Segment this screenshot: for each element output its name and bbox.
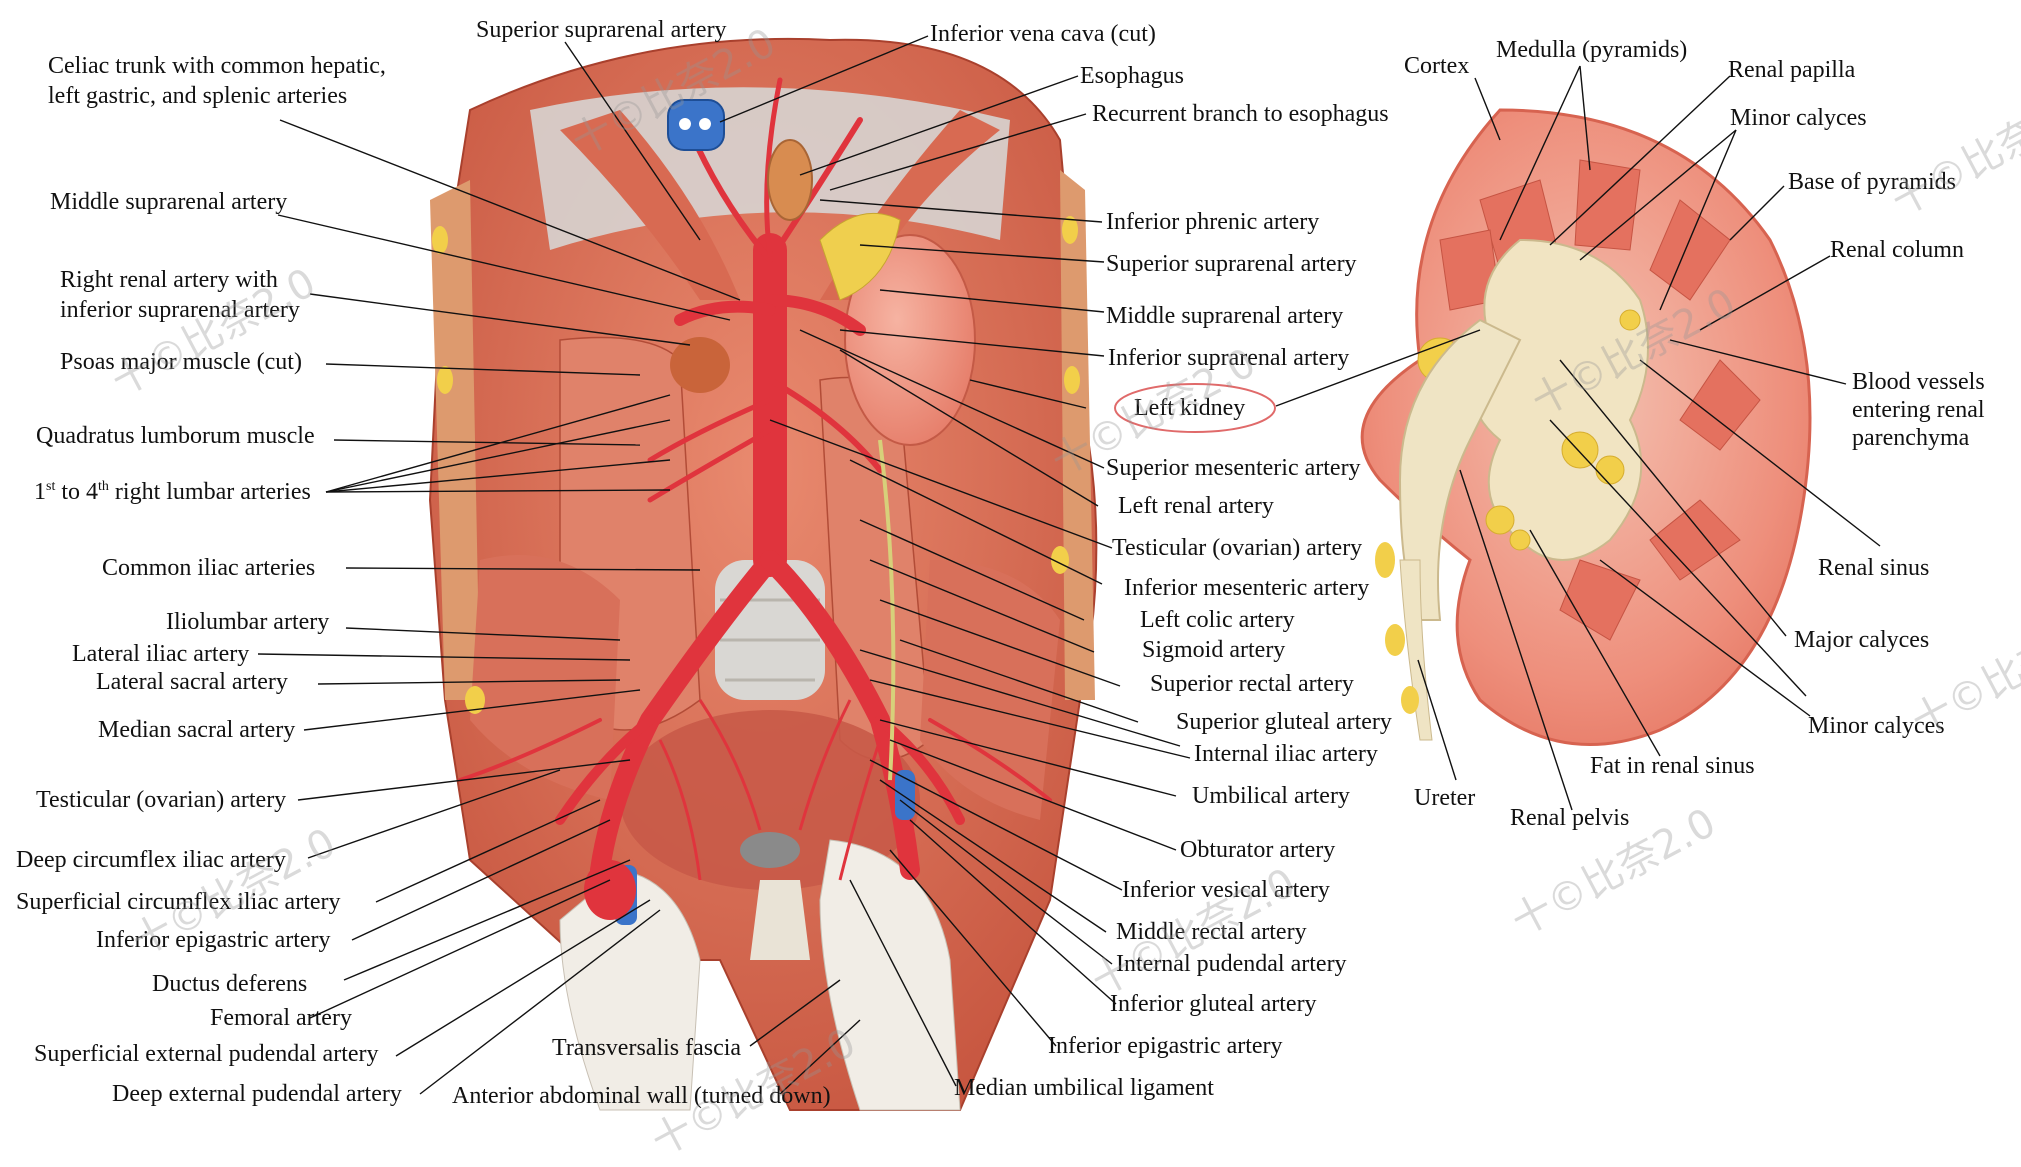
label-celiac-trunk-line2: left gastric, and splenic arteries — [48, 83, 348, 109]
left-kidney-highlight — [1114, 383, 1276, 433]
label-celiac-trunk-line1: Celiac trunk with common hepatic, — [48, 53, 386, 79]
left-kidney-shape — [844, 234, 976, 446]
label-femoral-artery: Femoral artery — [210, 1005, 352, 1031]
label-superior-rectal-artery: Superior rectal artery — [1150, 671, 1354, 697]
label-esophagus: Esophagus — [1080, 63, 1184, 89]
diaphragm-crura — [560, 110, 740, 300]
renal-pelvis-shape — [1398, 318, 1522, 621]
label-middle-suprarenal-artery-left: Middle suprarenal artery — [50, 189, 288, 215]
label-cortex: Cortex — [1404, 53, 1470, 79]
label-median-sacral-artery: Median sacral artery — [98, 717, 296, 743]
label-testicular-artery-right: Testicular (ovarian) artery — [1112, 535, 1363, 561]
label-median-umbilical-ligament: Median umbilical ligament — [954, 1075, 1214, 1101]
label-sigmoid-artery: Sigmoid artery — [1142, 637, 1286, 663]
ivc-stump — [667, 99, 725, 151]
label-deep-external-pudendal-artery: Deep external pudendal artery — [112, 1081, 402, 1107]
iliacus-left — [920, 560, 1060, 820]
label-left-colic-artery: Left colic artery — [1140, 607, 1295, 633]
label-renal-column: Renal column — [1830, 237, 1964, 263]
leader-lines — [257, 35, 1881, 1095]
label-recurrent-branch: Recurrent branch to esophagus — [1092, 101, 1389, 127]
iliacus-right — [470, 555, 620, 800]
label-right-renal-line1: Right renal artery with — [60, 267, 278, 293]
label-umbilical-artery: Umbilical artery — [1192, 783, 1350, 809]
label-superior-suprarenal-artery-right: Superior suprarenal artery — [1106, 251, 1357, 277]
label-superior-mesenteric-artery: Superior mesenteric artery — [1106, 455, 1361, 481]
label-internal-iliac-artery: Internal iliac artery — [1194, 741, 1378, 767]
fat-deposits — [432, 216, 1080, 714]
illustration — [257, 35, 1881, 1111]
label-left-kidney: Left kidney — [1134, 395, 1246, 421]
label-inferior-mesenteric-artery: Inferior mesenteric artery — [1124, 575, 1370, 601]
label-psoas-major: Psoas major muscle (cut) — [60, 349, 302, 375]
label-anterior-abdominal-wall: Anterior abdominal wall (turned down) — [452, 1083, 831, 1109]
label-superficial-external-pudendal-artery: Superficial external pudendal artery — [34, 1041, 379, 1067]
label-testicular-artery-left: Testicular (ovarian) artery — [36, 787, 287, 813]
label-renal-pelvis: Renal pelvis — [1510, 805, 1630, 831]
label-lumbar-arteries: 1st to 4th right lumbar arteries — [34, 479, 311, 505]
label-iliolumbar-artery: Iliolumbar artery — [166, 609, 330, 635]
abdominal-wall-illustration — [428, 37, 1098, 1111]
label-inferior-epigastric-artery-right: Inferior epigastric artery — [1048, 1033, 1283, 1059]
label-obturator-artery: Obturator artery — [1180, 837, 1336, 863]
pelvic-vessels — [658, 699, 882, 881]
label-deep-circumflex-iliac-artery: Deep circumflex iliac artery — [16, 847, 286, 873]
label-ureter: Ureter — [1414, 785, 1476, 811]
label-lateral-sacral-artery: Lateral sacral artery — [96, 669, 288, 695]
label-superior-gluteal-artery: Superior gluteal artery — [1176, 709, 1392, 735]
anatomy-diagram: Superior suprarenal artery Inferior vena… — [16, 17, 2021, 1165]
label-quadratus-lumborum: Quadratus lumborum muscle — [36, 423, 315, 449]
label-medulla: Medulla (pyramids) — [1496, 37, 1688, 63]
label-common-iliac-arteries: Common iliac arteries — [102, 555, 316, 581]
label-inferior-epigastric-artery-left: Inferior epigastric artery — [96, 927, 331, 953]
label-fat-in-renal-sinus: Fat in renal sinus — [1590, 753, 1755, 779]
label-lateral-iliac-artery: Lateral iliac artery — [72, 641, 250, 667]
label-internal-pudendal-artery: Internal pudendal artery — [1116, 951, 1347, 977]
label-minor-calyces-top: Minor calyces — [1730, 105, 1867, 131]
left-suprarenal-gland — [819, 212, 901, 301]
psoas-cut-stump — [670, 337, 730, 393]
femoral-artery-right — [584, 860, 636, 920]
label-minor-calyces-bottom: Minor calyces — [1808, 713, 1945, 739]
hilum-fat — [1375, 542, 1419, 714]
esophagus-shape — [767, 139, 813, 221]
label-transversalis-fascia: Transversalis fascia — [552, 1035, 742, 1061]
ureter-shape — [1399, 559, 1433, 741]
label-inferior-vena-cava: Inferior vena cava (cut) — [930, 21, 1156, 47]
label-inferior-vesical-artery: Inferior vesical artery — [1122, 877, 1330, 903]
label-middle-suprarenal-artery-right: Middle suprarenal artery — [1106, 303, 1344, 329]
label-inferior-suprarenal-artery: Inferior suprarenal artery — [1108, 345, 1350, 371]
label-ductus-deferens: Ductus deferens — [152, 971, 308, 997]
label-renal-sinus: Renal sinus — [1818, 555, 1930, 581]
label-right-renal-line2: inferior suprarenal artery — [60, 297, 300, 323]
label-inferior-gluteal-artery: Inferior gluteal artery — [1110, 991, 1317, 1017]
label-major-calyces: Major calyces — [1794, 627, 1930, 653]
anterior-abdominal-wall — [559, 869, 701, 1111]
label-superior-suprarenal-artery-top: Superior suprarenal artery — [476, 17, 727, 43]
label-superficial-circumflex-iliac-artery: Superficial circumflex iliac artery — [16, 889, 341, 915]
label-base-of-pyramids: Base of pyramids — [1788, 169, 1956, 195]
label-blood-vessels: Blood vessels entering renal parenchyma — [1852, 369, 1985, 451]
label-left-renal-artery: Left renal artery — [1118, 493, 1274, 519]
kidney-section-illustration — [1360, 108, 1812, 746]
label-middle-rectal-artery: Middle rectal artery — [1116, 919, 1307, 945]
label-inferior-phrenic-artery: Inferior phrenic artery — [1106, 209, 1320, 235]
right-abdominal-wall — [430, 180, 480, 700]
label-renal-papilla: Renal papilla — [1728, 57, 1856, 83]
